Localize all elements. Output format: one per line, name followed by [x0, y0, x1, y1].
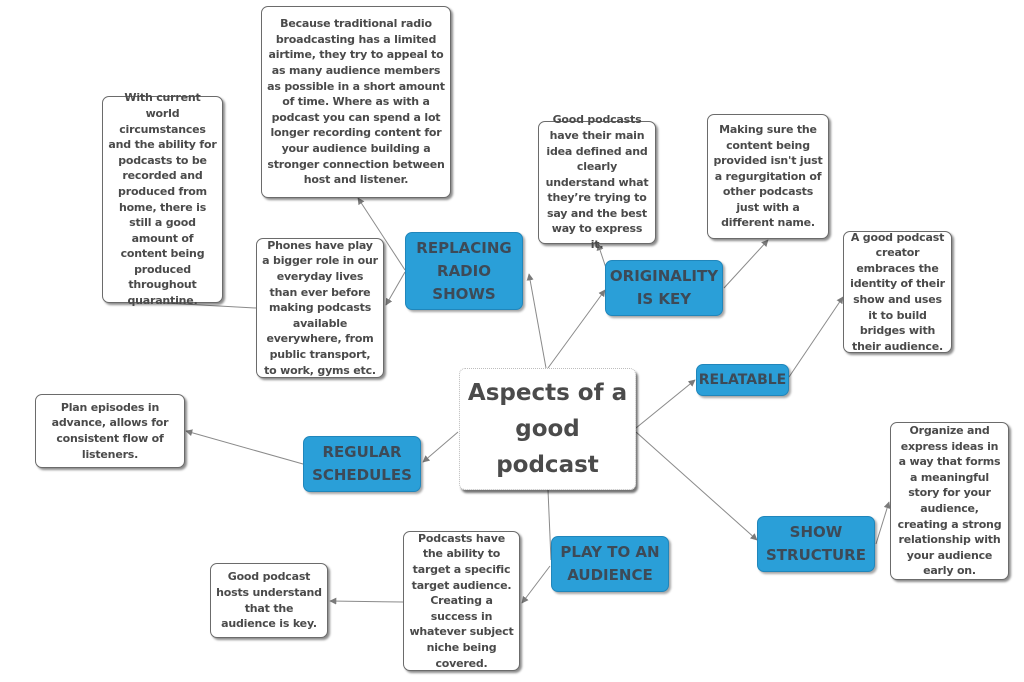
note-text: Making sure the content being provided i…	[713, 122, 823, 230]
topic-show-structure[interactable]: SHOW STRUCTURE	[757, 516, 875, 572]
connector-play-audience-to-target-audience	[521, 565, 551, 604]
topic-label: REGULAR SCHEDULES	[312, 443, 412, 484]
topic-originality-is-key[interactable]: ORIGINALITY IS KEY	[605, 260, 723, 316]
note-text: A good podcast creator embraces the iden…	[850, 230, 945, 353]
note-plan-episodes[interactable]: Plan episodes in advance, allows for con…	[35, 394, 185, 468]
connector-originality-to-regurgitation	[723, 239, 769, 289]
connector-show-structure-to-organize-ideas	[875, 501, 891, 545]
note-text: Organize and express ideas in a way that…	[897, 424, 1002, 578]
note-regurgitation[interactable]: Making sure the content being provided i…	[707, 114, 829, 239]
topic-label: PLAY TO AN AUDIENCE	[560, 543, 660, 584]
connector-central-to-originality	[547, 289, 606, 369]
note-main-idea[interactable]: Good podcasts have their main idea defin…	[538, 113, 656, 251]
connector-central-to-regular-schedules	[422, 431, 459, 463]
connector-target-audience-to-hosts-understand	[329, 597, 404, 605]
note-target-audience[interactable]: Podcasts have the ability to target a sp…	[403, 531, 520, 671]
connector-regular-schedules-to-plan-episodes	[185, 429, 304, 465]
connector-phones-to-quarantine	[164, 302, 257, 309]
connector-relatable-to-identity	[788, 296, 844, 378]
note-text: Good podcast hosts understand that the a…	[216, 570, 322, 631]
connector-central-to-play-audience	[547, 489, 552, 561]
topic-label: SHOW STRUCTURE	[766, 523, 866, 564]
note-text: Because traditional radio broadcasting h…	[267, 17, 445, 187]
note-hosts-understand[interactable]: Good podcast hosts understand that the a…	[210, 563, 328, 638]
note-text: With current world circumstances and the…	[108, 91, 217, 308]
topic-label: RELATABLE	[698, 371, 787, 388]
note-text: Good podcasts have their main idea defin…	[545, 113, 649, 252]
connector-central-to-relatable	[635, 379, 696, 429]
topic-play-to-an-audience[interactable]: PLAY TO AN AUDIENCE	[551, 536, 669, 592]
note-text: Plan episodes in advance, allows for con…	[51, 400, 169, 461]
topic-relatable[interactable]: RELATABLE	[696, 364, 789, 396]
topic-label: ORIGINALITY IS KEY	[609, 267, 719, 308]
connector-central-to-show-structure	[635, 431, 758, 541]
note-phones[interactable]: Phones have play a bigger role in our ev…	[256, 238, 384, 378]
connector-replacing-radio-to-radio-airtime	[357, 197, 406, 271]
topic-replacing-radio-shows[interactable]: REPLACING RADIO SHOWS	[405, 232, 523, 310]
note-quarantine[interactable]: With current world circumstances and the…	[102, 91, 223, 307]
note-text: Phones have play a bigger role in our ev…	[262, 238, 378, 377]
note-text: Podcasts have the ability to target a sp…	[409, 531, 514, 670]
note-identity[interactable]: A good podcast creator embraces the iden…	[843, 231, 952, 353]
central-topic[interactable]: Aspects of a good podcast	[459, 368, 636, 490]
topic-regular-schedules[interactable]: REGULAR SCHEDULES	[303, 436, 421, 492]
note-radio-airtime[interactable]: Because traditional radio broadcasting h…	[261, 6, 451, 198]
note-organize-ideas[interactable]: Organize and express ideas in a way that…	[890, 422, 1009, 580]
central-topic-title: Aspects of a good podcast	[467, 380, 628, 478]
connector-central-to-replacing-radio	[526, 273, 547, 369]
connector-replacing-radio-to-phones	[385, 271, 406, 306]
topic-label: REPLACING RADIO SHOWS	[416, 238, 512, 303]
connector-originality-to-main-idea	[596, 243, 607, 269]
